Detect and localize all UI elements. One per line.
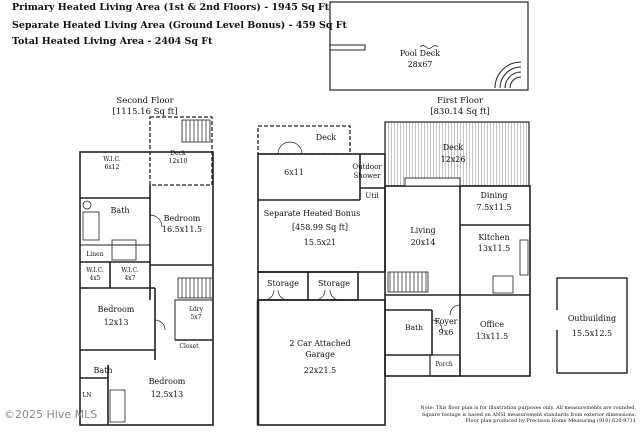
header-line-2: Separate Heated Living Area (Ground Leve… — [12, 20, 347, 31]
room-deck-2f-name: Deck — [170, 150, 186, 157]
room-dining-name: Dining — [480, 191, 508, 200]
room-bath-1f-name: Bath — [405, 323, 423, 332]
room-wic-3-name: W.I.C. — [121, 267, 139, 274]
room-ln-name: LN — [82, 392, 92, 399]
room-laundry-name: Ldry — [188, 306, 204, 313]
pool-deck-dims: 28x67 — [407, 60, 433, 69]
room-bedroom-2-name: Bedroom — [97, 305, 135, 314]
outdoor-shower-name: Outdoor Shower — [352, 163, 382, 180]
room-deck-2f-dims: 12x10 — [168, 158, 188, 165]
room-porch-name: Porch — [435, 361, 453, 368]
room-bedroom-1-dims: 16.5x11.5 — [161, 225, 203, 234]
outbuilding-name: Outbuilding — [567, 314, 617, 323]
first-floor-title: First Floor — [436, 96, 484, 106]
room-deck-1f-name: Deck — [442, 143, 464, 152]
room-office-dims: 13x11.5 — [475, 332, 509, 341]
room-wic-1-name: W.I.C. — [103, 156, 121, 163]
second-floor-area: [1115.16 Sq ft] — [112, 107, 178, 117]
bonus-room-area: [458.99 Sq ft] — [291, 223, 349, 232]
second-floor-title: Second Floor — [116, 96, 174, 106]
room-bedroom-3-name: Bedroom — [148, 377, 186, 386]
storage-2-name: Storage — [318, 279, 350, 288]
watermark: ©2025 Hive MLS — [4, 408, 98, 421]
footer-note: Note: This floor plan is for illustratio… — [386, 405, 636, 425]
room-wic-3-dims: 4x7 — [124, 275, 136, 282]
footer-note-line-3: Floor plan produced by Precision Home Me… — [465, 418, 636, 424]
room-bath-2f-name: Bath — [110, 206, 130, 215]
room-living-name: Living — [410, 226, 436, 235]
garage-outline — [257, 299, 386, 426]
room-bedroom-2-dims: 12x13 — [103, 318, 129, 327]
room-kitchen-name: Kitchen — [478, 233, 510, 242]
garage-name: 2 Car Attached Garage — [289, 339, 351, 359]
room-wic-1-dims: 6x12 — [104, 164, 120, 171]
pool-deck — [329, 1, 529, 91]
bonus-room-name: Separate Heated Bonus — [263, 209, 361, 218]
pool-deck-name: Pool Deck — [399, 49, 441, 58]
room-bedroom-3-dims: 12.5x13 — [150, 390, 184, 399]
room-closet-name: Closet — [179, 343, 199, 350]
room-kitchen-dims: 13x11.5 — [477, 244, 511, 253]
outbuilding-dims: 15.5x12.5 — [571, 329, 613, 338]
room-deck-1f-dims: 12x26 — [440, 155, 466, 164]
util-name: Util — [365, 192, 379, 200]
room-office-name: Office — [479, 320, 505, 329]
room-foyer-name: Foyer — [434, 317, 458, 326]
room-bath-2f-2-name: Bath — [93, 366, 113, 375]
room-linen-name: Linen — [86, 251, 104, 258]
room-laundry-dims: 5x7 — [190, 314, 202, 321]
footer-note-line-1: Note: This floor plan is for illustratio… — [420, 405, 636, 411]
first-floor-area: [830.14 Sq ft] — [430, 107, 490, 117]
room-wic-2-dims: 4x5 — [89, 275, 101, 282]
room-dining-dims: 7.5x11.5 — [476, 203, 512, 212]
first-floor-deck — [384, 121, 530, 187]
ground-deck-name: Deck — [315, 133, 337, 142]
header-line-1: Primary Heated Living Area (1st & 2nd Fl… — [12, 2, 330, 13]
header-line-3: Total Heated Living Area - 2404 Sq Ft — [12, 36, 213, 47]
footer-note-line-2: Square footage is based on ANSI measurem… — [421, 411, 636, 418]
garage-dims: 22x21.5 — [303, 366, 337, 375]
room-living-dims: 20x14 — [410, 238, 436, 247]
second-floor-deck — [149, 116, 213, 186]
bonus-room-dims: 15.5x21 — [303, 238, 337, 247]
storage-1-name: Storage — [267, 279, 299, 288]
room-bedroom-1-name: Bedroom — [163, 214, 201, 223]
room-6x11-dims: 6x11 — [284, 168, 304, 177]
room-foyer-dims: 9x6 — [438, 328, 454, 337]
outbuilding-outline — [556, 277, 628, 374]
room-wic-2-name: W.I.C. — [86, 267, 104, 274]
